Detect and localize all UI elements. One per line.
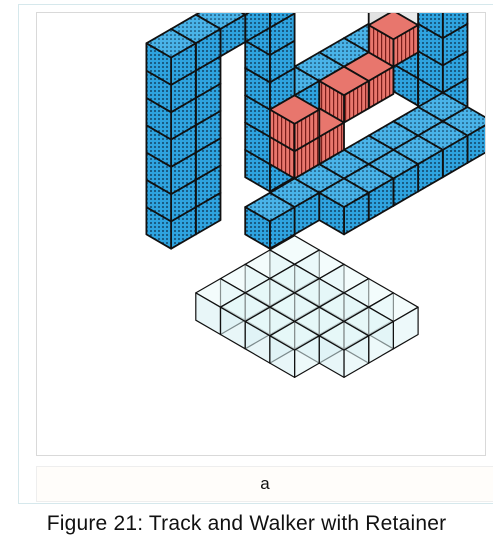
figure-caption: Figure 21: Track and Walker with Retaine… (0, 506, 493, 542)
track-walker-illustration (37, 13, 485, 455)
figure-image (36, 12, 486, 456)
transparent-retainer-frame (196, 236, 418, 378)
subfigure-label: a (36, 466, 493, 502)
